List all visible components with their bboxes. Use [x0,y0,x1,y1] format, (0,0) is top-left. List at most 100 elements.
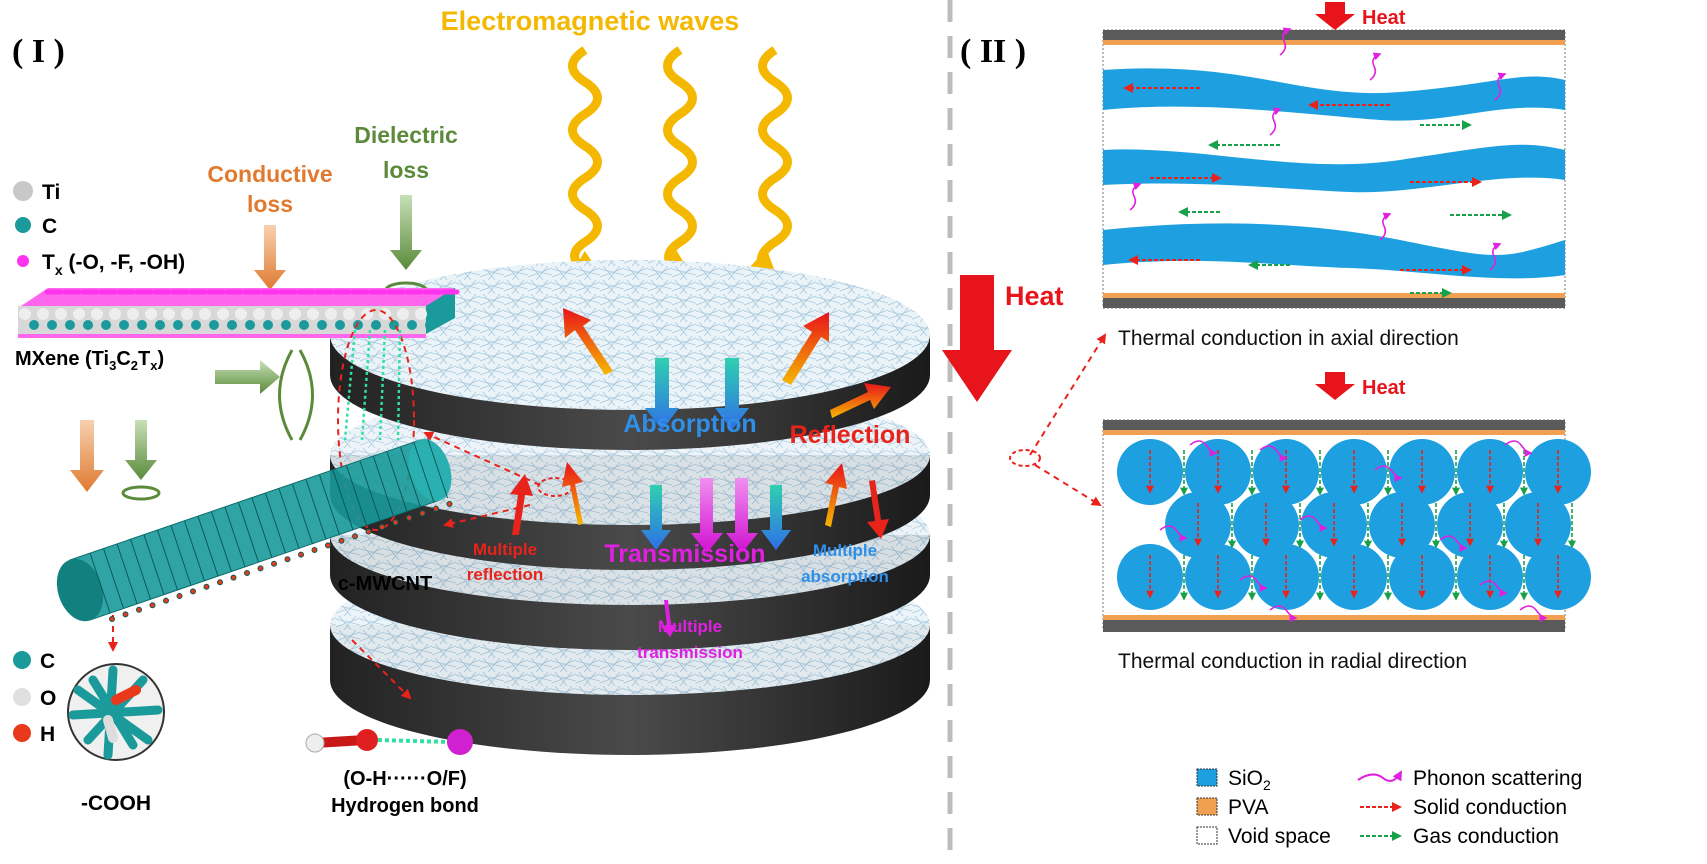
hbond-magenta-atom [447,729,473,755]
dipole-rotation-icon-2 [121,485,161,501]
multiple-transmission-label-2: transmission [637,643,743,662]
sio2-fiber [1103,223,1565,279]
cooh-group [149,602,156,609]
cooh-group [365,528,372,535]
mxene-label-part: ) [157,348,164,370]
cooh-group [217,579,223,586]
hydrogen-bond-lines [343,329,402,441]
cooh-white-atom [103,715,118,743]
ti-atom [343,308,355,320]
tx-subscript: x [55,262,63,278]
phonon-scattering-arrow [1504,440,1533,457]
bottom-plate [1103,620,1565,632]
multiple-transmission-arrow-icon [661,600,677,637]
tx-groups: (-O, -F, -OH) [63,251,185,274]
connector-arrow [351,639,412,700]
cnt-bond [332,470,354,531]
reflection-arrow-icon [830,383,891,418]
c-atom [119,320,129,330]
phonon-scattering-arrow [1239,575,1268,592]
cnt-bond [238,502,259,563]
ti-atom [19,308,31,320]
radial-panel: Heat [1102,372,1591,632]
ti-atom [37,308,49,320]
heat-arrow-icon [942,275,1012,402]
ti-atom [181,308,193,320]
mxene-label-part: MXene (Ti [15,348,109,370]
absorption-label: Absorption [623,410,756,438]
cnt-bond [157,529,178,591]
connector-arrow [1034,464,1102,507]
transmission-arrow-icon [641,485,671,550]
cooh-group [163,597,169,604]
axial-caption: Thermal conduction in axial direction [1118,327,1459,350]
hydrogen-bond-line [343,329,357,441]
disk-1-fiber-surface [330,260,930,410]
phonon-scattering-arrow [1479,580,1508,597]
axial-panel: Heat [1102,2,1566,309]
cnt-tube [56,437,453,622]
heat-arrow-icon-axial [1315,2,1355,30]
c-atom [191,320,201,330]
sio2-fiber [1103,68,1565,121]
cooh-group [406,514,412,521]
cnt-end-far [408,438,452,502]
ti-atom-icon [13,181,33,201]
cnt-bond [400,447,421,508]
cooh-group [298,551,304,558]
cooh-group [257,565,264,572]
cnt-bond [346,465,367,526]
legend-gas: Gas conduction [1413,825,1559,848]
thermal-legend: SiO2 PVA Void space Phonon scattering So… [1196,767,1582,848]
c-atom [65,320,75,330]
pva-swatch [1196,797,1218,816]
cooh-group [352,533,358,540]
conductive-loss-label-1: Conductive [207,161,332,187]
hydrogen-bond-line [396,329,402,441]
phonon-scattering-arrow [1269,107,1282,136]
cnt-bond [251,497,273,558]
cnt-bond [211,511,232,572]
radial-particles [1117,439,1591,622]
cnt-label: c-MWCNT [338,573,432,595]
cooh-group [136,606,142,613]
ti-label: Ti [42,181,60,204]
ti-atom [217,308,229,320]
c-atom [263,320,273,330]
dielectric-loss-label-1: Dielectric [354,122,458,148]
dielectric-loss-arrow-icon [390,195,422,270]
connector-arrow [443,504,531,529]
dielectric-loss-label-2: loss [383,157,429,183]
o-atom-icon [13,688,31,706]
hbond-red-atom [356,729,378,751]
cnt-bond [359,460,381,522]
c-atom-icon [15,217,31,233]
cnt-body [70,440,440,620]
ti-atom [127,308,139,320]
c-atom-icon-2 [13,651,31,669]
transmission-arrow-icon [726,478,758,553]
hydrogen-bond-line [378,329,387,441]
c-atom [209,320,219,330]
cnt-bond [170,525,192,586]
atom-legend: Ti C Tx (-O, -F, -OH) [13,181,185,278]
cnt-bond [143,534,165,595]
cooh-group [433,505,439,512]
legend-void: Void space [1228,825,1331,848]
em-arrows [510,308,891,637]
c-atom [281,320,291,330]
phonon-scattering-arrow [1279,27,1292,56]
c-atom [137,320,147,330]
ti-atom [73,308,85,320]
multiple-reflection-arrow-icon [510,474,533,535]
multiple-reflection-arrow-icon [867,480,889,539]
legend-sio2-subscript: 2 [1263,777,1271,793]
top-plate [1103,30,1565,40]
em-wave-3 [741,46,792,287]
cooh-group [190,588,196,595]
cnt-bond [413,442,435,503]
ti-atom [307,308,319,320]
bottom-plate [1103,298,1565,308]
hydrogen-bond-line [360,329,372,441]
cooh-group [379,524,385,530]
